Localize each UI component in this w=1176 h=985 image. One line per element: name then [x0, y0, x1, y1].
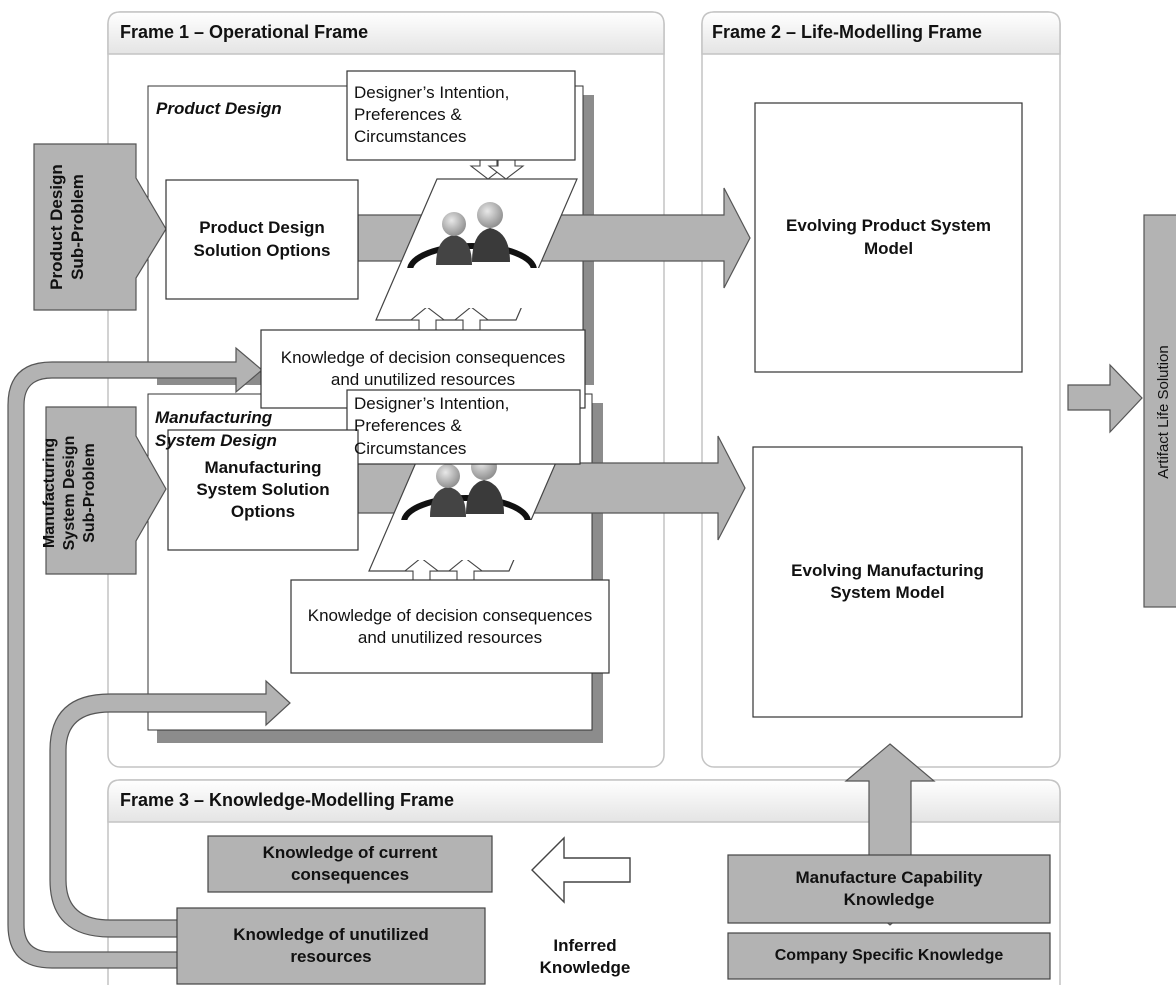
- manufacturing-options-box: [167, 429, 359, 551]
- capability-knowledge-box: [727, 854, 1051, 924]
- manufacturing-model-text: Evolving Manufacturing System Model: [791, 560, 984, 602]
- artifact-output-arrow: [1067, 363, 1143, 434]
- manufacturing-designers-icon: [400, 454, 540, 560]
- unutilized-resources-box: [176, 907, 486, 985]
- artifact-solution-text: Artifact Life Solution: [1154, 345, 1172, 479]
- product-section-title: Product Design: [156, 98, 282, 118]
- inferred-knowledge-arrow: [531, 836, 631, 904]
- frame3-title: Frame 3 – Knowledge-Modelling Frame: [120, 790, 455, 811]
- product-subproblem-arrow: [33, 143, 167, 311]
- product-intention-text: Designer’s Intention, Preferences & Circ…: [354, 82, 510, 147]
- frame1-title: Frame 1 – Operational Frame: [120, 22, 369, 43]
- frame2-title: Frame 2 – Life-Modelling Frame: [712, 22, 983, 43]
- manufacturing-section-title: Manufacturing System Design: [155, 408, 277, 450]
- company-knowledge-text: Company Specific Knowledge: [774, 946, 1004, 964]
- manufacturing-model-box: [752, 446, 1023, 718]
- product-knowledge-text: Knowledge of decision consequences and u…: [280, 347, 566, 389]
- unutilized-resources-text: Knowledge of unutilized resources: [233, 924, 429, 966]
- product-model-text: Evolving Product System Model: [786, 216, 991, 258]
- manufacturing-options-text: Manufacturing System Solution Options: [196, 457, 330, 522]
- manufacturing-subproblem-text: Manufacturing System Design Sub-Problem: [41, 435, 98, 551]
- product-options-text: Product Design Solution Options: [193, 218, 331, 260]
- manufacturing-subproblem-arrow: [45, 406, 167, 575]
- current-consequences-text: Knowledge of current consequences: [262, 842, 438, 884]
- artifact-solution-box: [1143, 214, 1176, 608]
- capability-knowledge-text: Manufacture Capability Knowledge: [795, 867, 983, 909]
- manufacturing-intention-box: [346, 389, 581, 465]
- product-intention-box: [346, 70, 576, 161]
- feedback-arrow-inner: [49, 679, 291, 938]
- company-knowledge-box: [727, 932, 1051, 980]
- current-consequences-box: [207, 835, 493, 893]
- product-options-box: [165, 179, 359, 300]
- product-model-box: [754, 102, 1023, 373]
- manufacturing-intention-text: Designer’s Intention, Preferences & Circ…: [354, 394, 510, 458]
- feedback-arrow-outer: [7, 346, 263, 969]
- manufacturing-knowledge-box: [290, 579, 610, 674]
- inferred-knowledge-text: Inferred Knowledge: [539, 935, 631, 977]
- product-designers-icon: [406, 202, 546, 308]
- product-subproblem-text: Product Design Sub-Problem: [46, 164, 87, 290]
- capability-exchange-arrow: [844, 743, 936, 926]
- manufacturing-knowledge-text: Knowledge of decision consequences and u…: [307, 605, 593, 647]
